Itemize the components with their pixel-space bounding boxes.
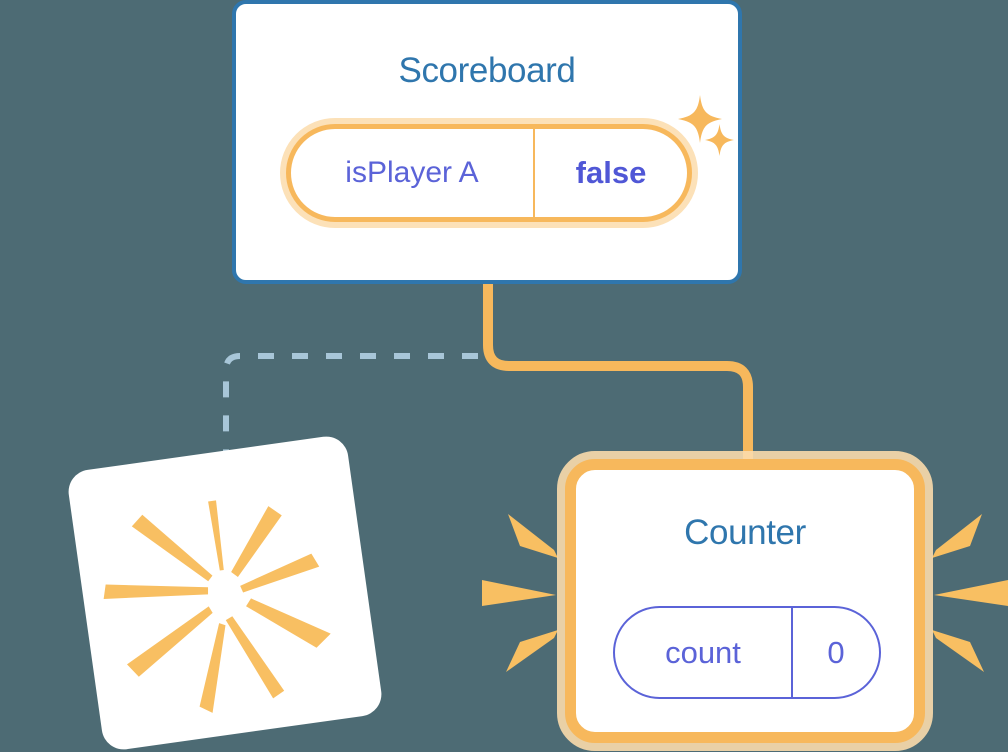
counter-state-key: count: [615, 608, 793, 697]
pill-glow: [280, 118, 698, 228]
counter-state-value: 0: [827, 634, 845, 670]
connector-scoreboard-to-counter: [483, 283, 753, 470]
card-body: [565, 459, 925, 743]
scoreboard-state-pill[interactable]: isPlayer A false: [280, 118, 698, 228]
burst-rays-icon: [103, 500, 331, 713]
scoreboard-state-key: isPlayer A: [291, 129, 535, 217]
burst-rays-icon: [482, 514, 558, 672]
burst-rays-icon: [932, 514, 1008, 672]
scoreboard-state-value: false: [575, 155, 647, 190]
page-title: Scoreboard: [398, 51, 576, 90]
scoreboard-card[interactable]: Scoreboard isPlayer A false: [232, 0, 742, 284]
page-title: Counter: [684, 513, 806, 552]
counter-card[interactable]: Counter count 0: [557, 451, 933, 751]
counter-state-pill[interactable]: count 0: [613, 606, 881, 699]
blank-card[interactable]: [65, 433, 385, 752]
pill-body[interactable]: isPlayer A false: [286, 124, 692, 222]
